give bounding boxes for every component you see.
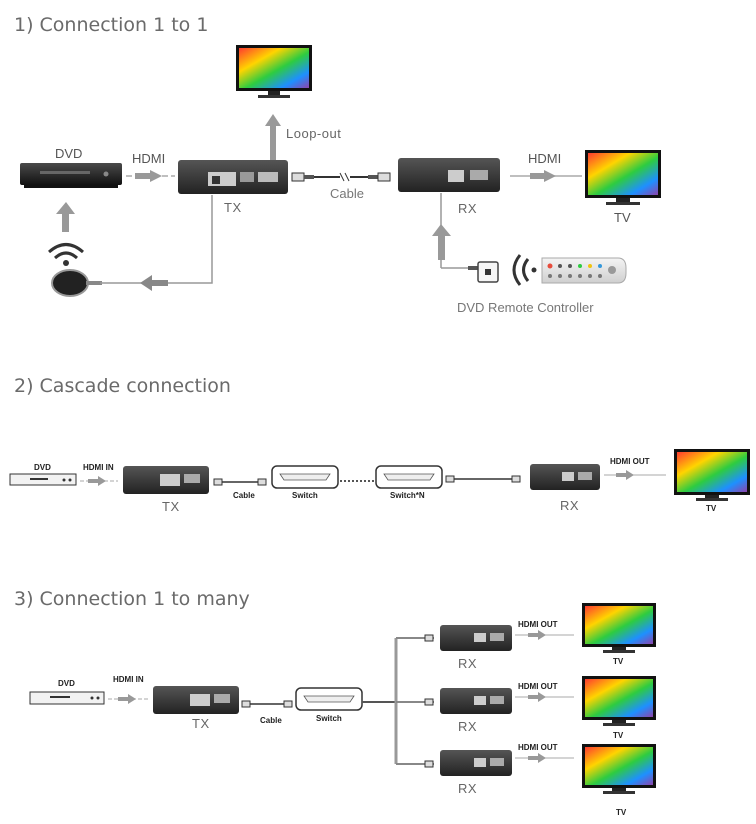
- hdmi-out-arrow-3b: [538, 692, 546, 702]
- label-hdmi-in: HDMI: [132, 151, 165, 166]
- label-cable-2: Cable: [233, 491, 255, 500]
- ir-extender: [468, 261, 499, 283]
- hdmi-out-arrow-2: [626, 470, 634, 480]
- section-title-2: 2) Cascade connection: [14, 375, 231, 397]
- label-dvd: DVD: [55, 146, 82, 161]
- hdmi-out-arrow-3a: [538, 630, 546, 640]
- label-rx: RX: [458, 201, 477, 216]
- rx-unit-3c: [440, 750, 512, 776]
- label-remote: DVD Remote Controller: [457, 300, 594, 315]
- label-loop-out: Loop-out: [286, 126, 341, 141]
- label-hdmi-out: HDMI: [528, 151, 561, 166]
- switch-n: [375, 465, 443, 489]
- tv-output-3b: [582, 676, 656, 726]
- switch-3: [295, 687, 363, 711]
- label-hdmi-in-3: HDMI IN: [113, 675, 144, 684]
- ir-signal-icon: [48, 243, 84, 266]
- label-hdmi-out-3b: HDMI OUT: [518, 682, 558, 691]
- label-rx-3c: RX: [458, 781, 477, 796]
- label-rx-3a: RX: [458, 656, 477, 671]
- label-hdmi-out-2: HDMI OUT: [610, 457, 650, 466]
- tv-output-3c: [582, 744, 656, 794]
- rx-unit-3a: [440, 625, 512, 651]
- hdmi-in-arrow-3: [128, 694, 136, 704]
- dvd-player-3: [29, 691, 105, 705]
- remote-controller: [541, 257, 627, 284]
- dvd-player: [20, 163, 122, 188]
- tv-loop-out: [236, 45, 312, 98]
- ir-return-arrow: [140, 275, 152, 291]
- section-title-3: 3) Connection 1 to many: [14, 588, 250, 610]
- tv-output-2: [674, 449, 750, 501]
- section-title-1: 1) Connection 1 to 1: [14, 14, 208, 36]
- rx-unit-2: [530, 464, 600, 490]
- rx-unit-3b: [440, 688, 512, 714]
- label-hdmi-out-3c: HDMI OUT: [518, 743, 558, 752]
- cable: [291, 172, 391, 182]
- label-dvd-2: DVD: [34, 463, 51, 472]
- rx-unit: [398, 158, 500, 192]
- dvd-player-2: [9, 473, 77, 486]
- ir-receiver: [51, 269, 102, 297]
- cable-3: [445, 475, 521, 483]
- cable-2: [213, 478, 267, 486]
- label-dvd-3: DVD: [58, 679, 75, 688]
- label-tv-3b: TV: [613, 731, 624, 740]
- label-hdmi-in-2: HDMI IN: [83, 463, 114, 472]
- label-tx: TX: [224, 200, 242, 215]
- tx-unit-3: [153, 686, 239, 714]
- up-arrow-to-dvd: [56, 202, 75, 232]
- label-rx-2: RX: [560, 498, 579, 513]
- ir-arrow-up: [432, 224, 451, 260]
- label-tv: TV: [614, 210, 631, 225]
- label-switch-1: Switch: [292, 491, 318, 500]
- label-cable: Cable: [330, 186, 364, 201]
- tx-unit-2: [123, 466, 209, 494]
- loop-out-arrow: [265, 114, 281, 163]
- cable-4: [241, 700, 293, 708]
- hdmi-in-arrow-2: [98, 476, 106, 486]
- label-cable-3: Cable: [260, 716, 282, 725]
- ir-wave-icon: [512, 254, 537, 286]
- label-tv-3a: TV: [613, 657, 624, 666]
- tx-unit: [178, 160, 288, 194]
- label-switch-3: Switch: [316, 714, 342, 723]
- label-rx-3b: RX: [458, 719, 477, 734]
- tv-output: [585, 150, 661, 205]
- tv-output-3a: [582, 603, 656, 653]
- hdmi-out-arrow: [544, 170, 556, 182]
- label-tv-3c: TV: [616, 808, 627, 817]
- hdmi-out-arrow-3c: [538, 753, 546, 763]
- label-tv-2: TV: [706, 504, 717, 513]
- label-tx-2: TX: [162, 499, 180, 514]
- label-tx-3: TX: [192, 716, 210, 731]
- label-hdmi-out-3a: HDMI OUT: [518, 620, 558, 629]
- label-switch-n: Switch*N: [390, 491, 425, 500]
- switch-1: [271, 465, 339, 489]
- hdmi-in-arrow: [150, 170, 162, 182]
